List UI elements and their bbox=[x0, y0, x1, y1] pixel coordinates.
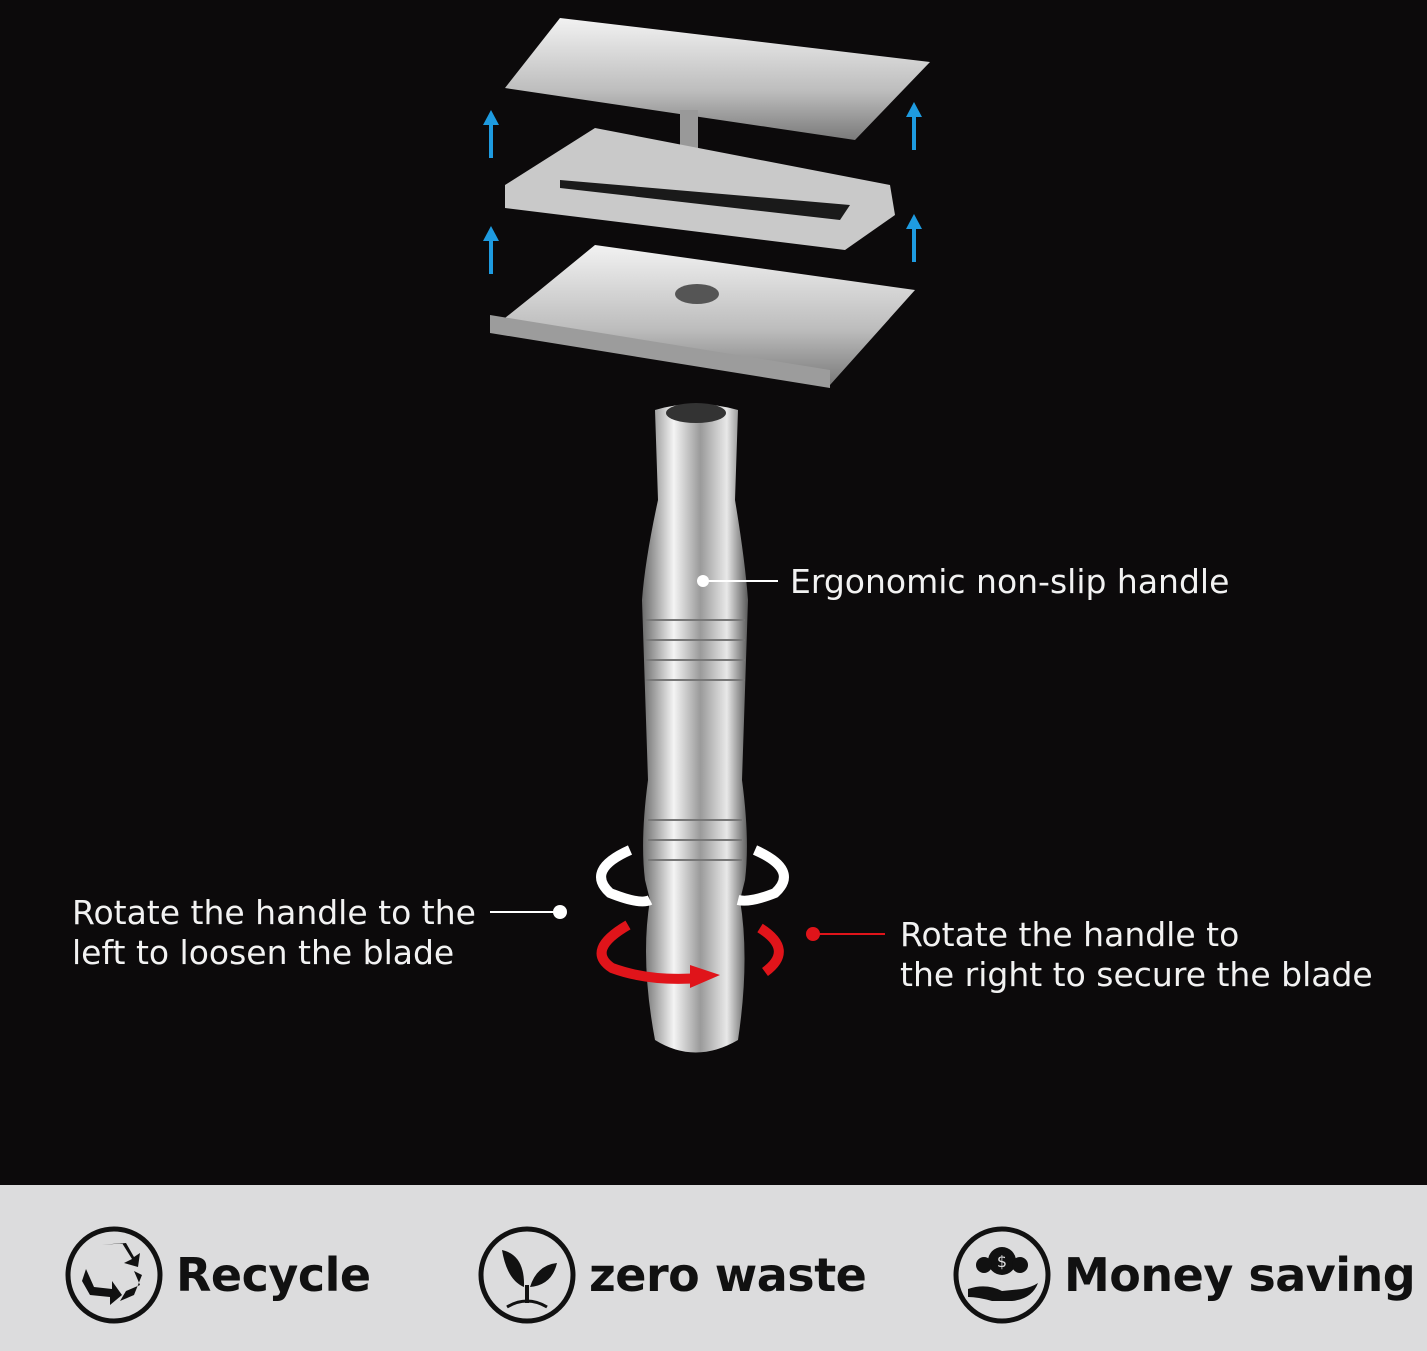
lift-arrows bbox=[483, 102, 922, 274]
razor-handle bbox=[642, 403, 748, 1053]
razor-illustration bbox=[483, 18, 930, 1053]
feature-recycle: Recycle bbox=[64, 1225, 371, 1325]
recycle-icon bbox=[65, 1226, 163, 1324]
callout-loosen-text-1: Rotate the handle to the bbox=[72, 893, 476, 932]
arrow-up-icon bbox=[483, 110, 499, 158]
top-cap bbox=[505, 18, 930, 152]
svg-text:$: $ bbox=[997, 1252, 1007, 1271]
sprout-icon bbox=[478, 1226, 576, 1324]
arrow-up-icon bbox=[483, 226, 499, 274]
base-plate bbox=[490, 245, 915, 388]
feature-band: Recycle zero waste $ Money saving bbox=[0, 1185, 1427, 1351]
callout-secure-line bbox=[806, 927, 885, 941]
razor-blade bbox=[505, 128, 895, 250]
feature-zero-waste: zero waste bbox=[477, 1225, 867, 1325]
feature-label: Money saving bbox=[1064, 1248, 1416, 1302]
callout-loosen-line bbox=[490, 905, 567, 919]
callout-secure-text-2: the right to secure the blade bbox=[900, 955, 1373, 994]
feature-label: Recycle bbox=[176, 1248, 371, 1302]
product-stage: Ergonomic non-slip handle Rotate the han… bbox=[72, 18, 1373, 1053]
arrow-up-icon bbox=[906, 214, 922, 262]
callout-loosen-text-2: left to loosen the blade bbox=[72, 933, 455, 972]
callout-secure-text-1: Rotate the handle to bbox=[900, 915, 1240, 954]
rotate-right-arrow-icon bbox=[596, 920, 784, 988]
callout-handle-line bbox=[697, 575, 778, 587]
arrow-up-icon bbox=[906, 102, 922, 150]
money-hand-icon: $ bbox=[953, 1226, 1051, 1324]
rotate-left-arrow-icon bbox=[596, 845, 789, 907]
feature-money-saving: $ Money saving bbox=[952, 1225, 1416, 1325]
callout-handle-text: Ergonomic non-slip handle bbox=[790, 562, 1230, 601]
feature-label: zero waste bbox=[589, 1248, 867, 1302]
